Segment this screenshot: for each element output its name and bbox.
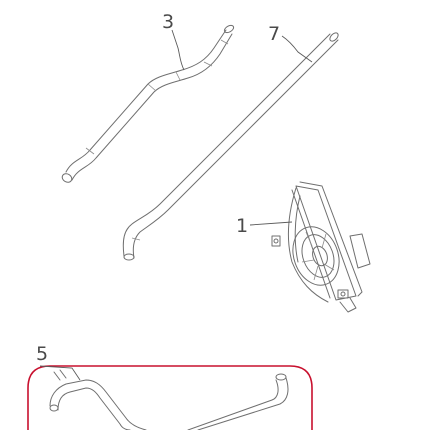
leader-line-3: [171, 29, 185, 71]
pipe-part-7[interactable]: [122, 31, 339, 261]
leader-line-7: [281, 35, 313, 63]
callout-3: 3: [162, 11, 174, 33]
callout-1: 1: [236, 215, 248, 237]
leader-line-1: [249, 221, 293, 226]
hose-part-3[interactable]: [61, 24, 235, 184]
callout-5: 5: [36, 343, 48, 365]
hose-part-5[interactable]: [49, 369, 289, 430]
highlight-frame: [27, 365, 313, 430]
leader-line-5: [39, 365, 81, 381]
radiator-fan-part-1[interactable]: [271, 181, 371, 313]
callout-7: 7: [268, 23, 280, 45]
